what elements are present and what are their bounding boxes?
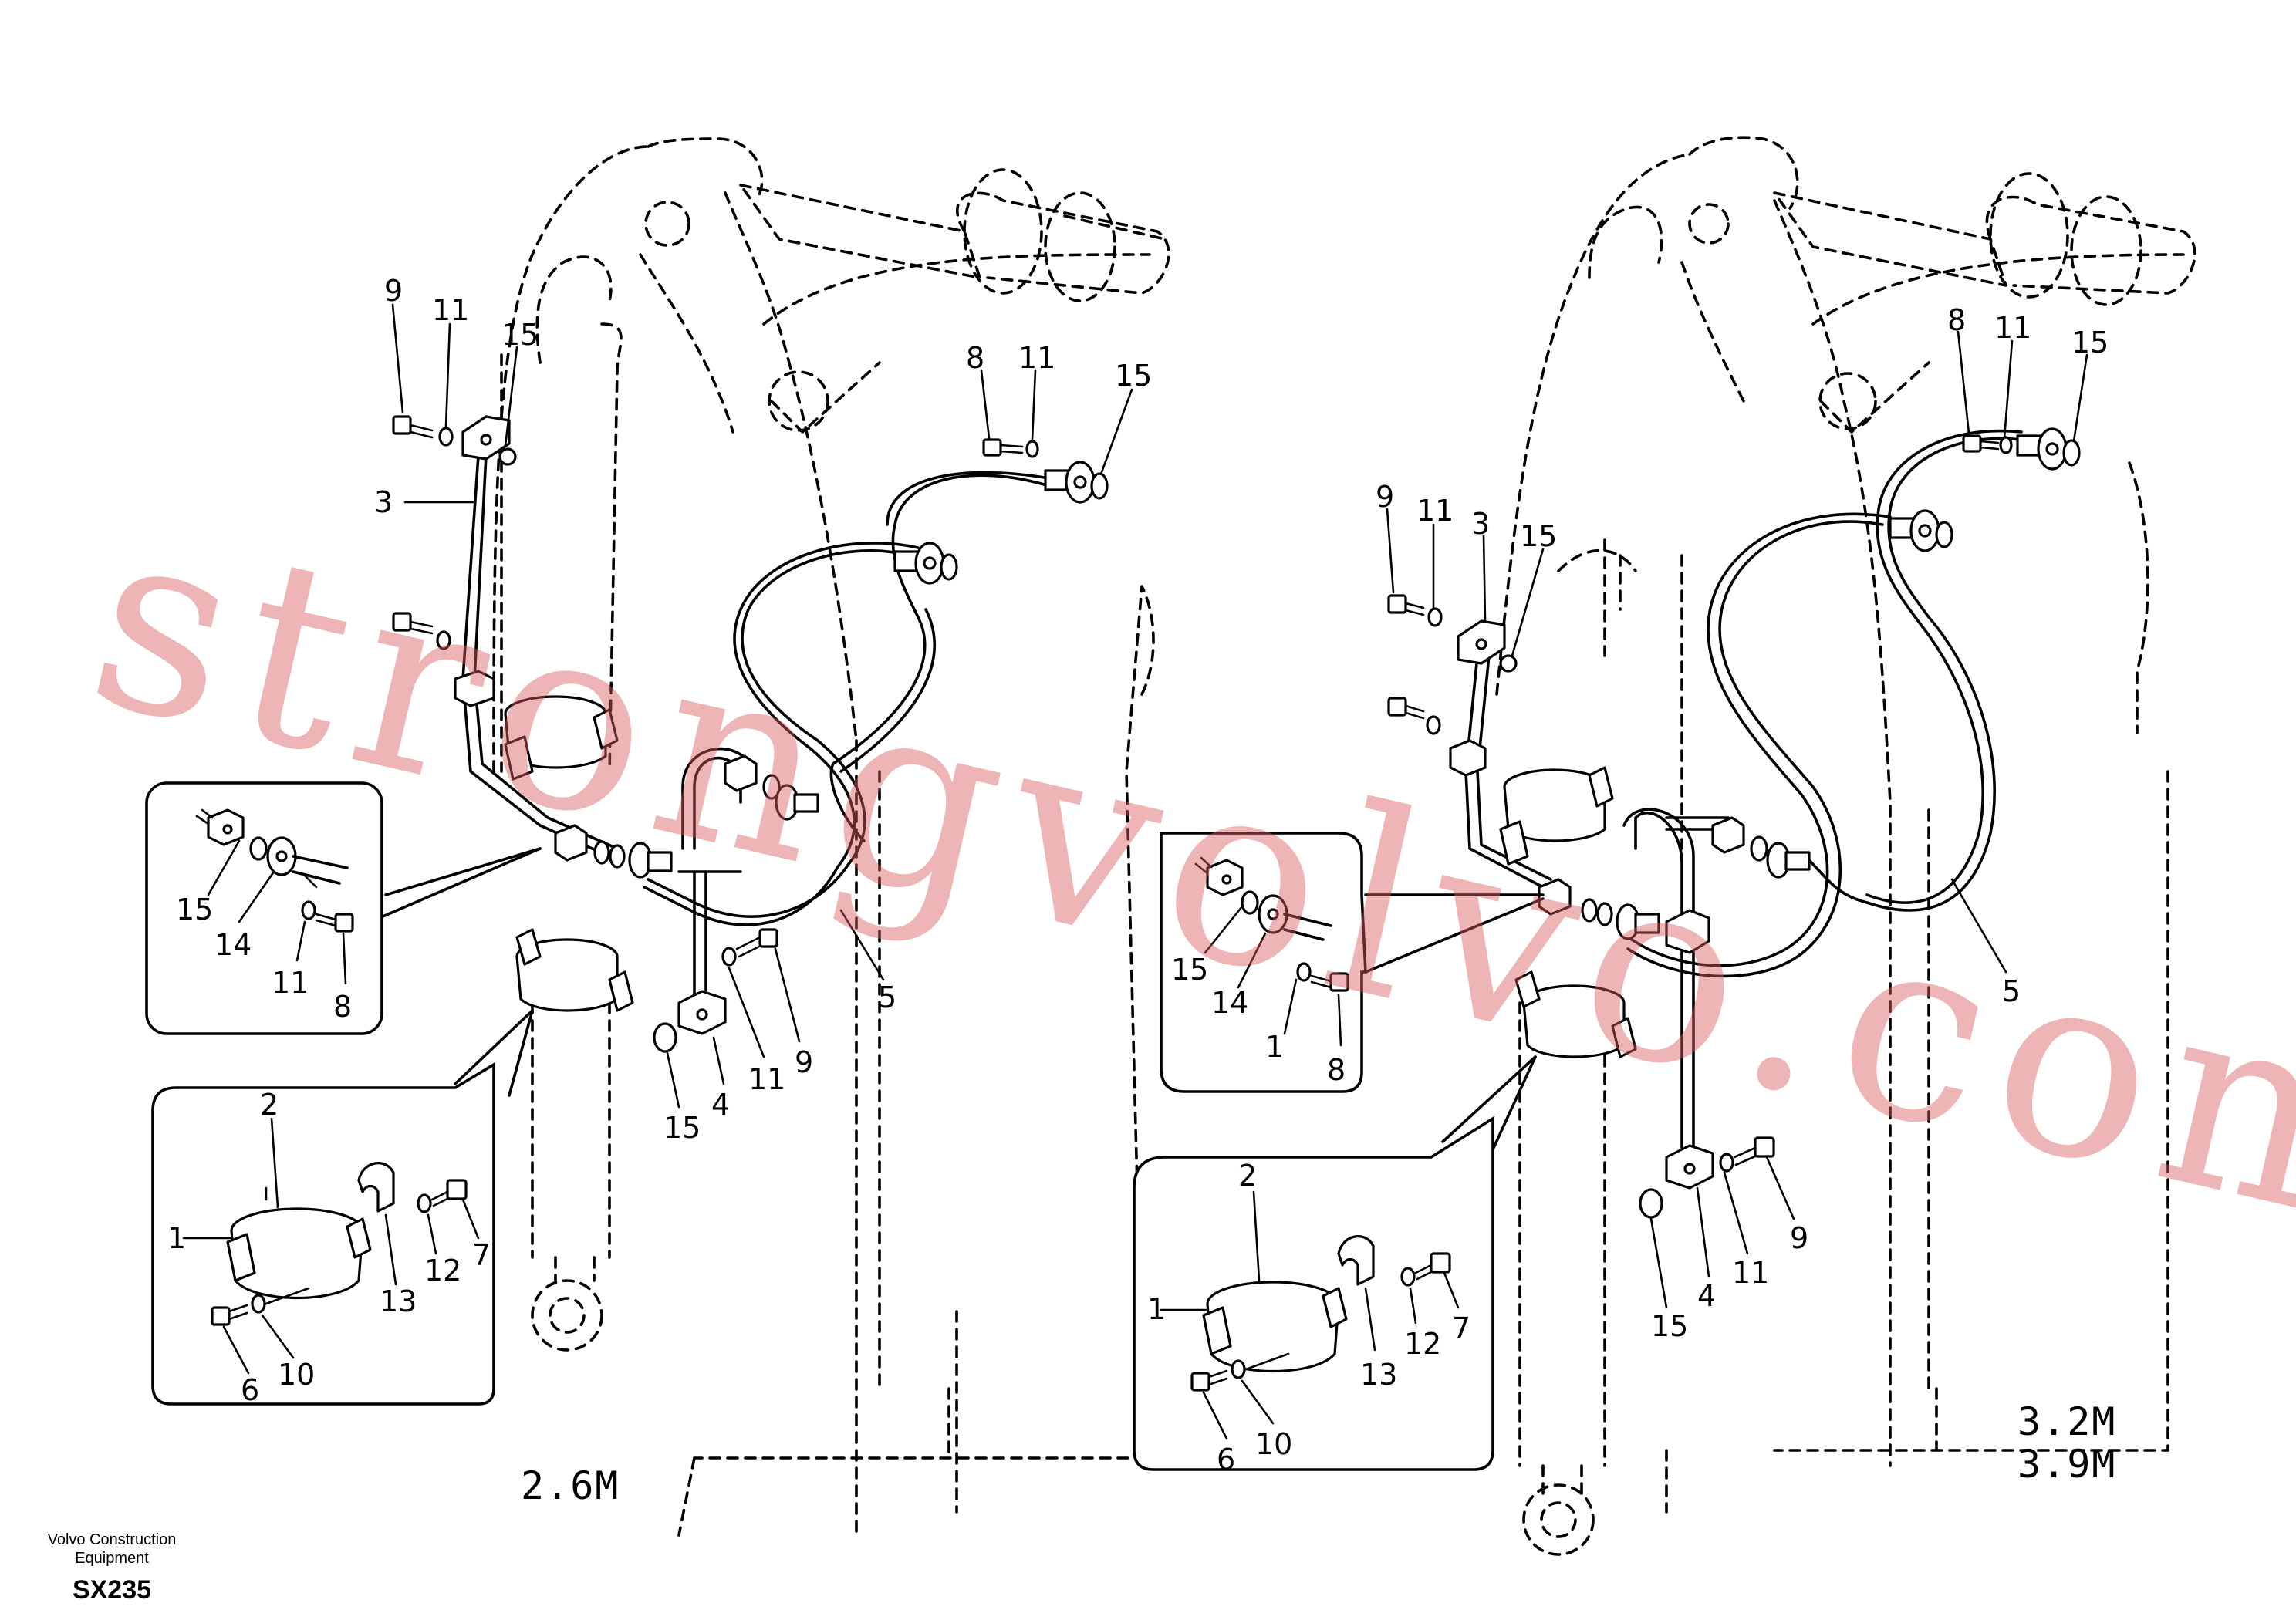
drawing-code: SX235: [73, 1575, 151, 1605]
callout-11: 11: [1018, 341, 1055, 375]
right-bolt-9-lower: [1719, 1136, 1775, 1173]
scale-label-right-2: 3.9M: [2017, 1442, 2116, 1487]
inset-callout-10: 10: [1255, 1427, 1292, 1461]
callout-3: 3: [1471, 507, 1490, 541]
inset-callout-1: 1: [1147, 1292, 1166, 1326]
left-inset-lower: 2 1 13 12 7 6 10: [151, 1061, 495, 1407]
callout-11: 11: [1416, 494, 1454, 528]
right-callouts: 8 11 15 9 11 3 15 5 9 11 4 15: [1376, 303, 2109, 1343]
inset-callout-12: 12: [424, 1254, 461, 1288]
scale-label-left: 2.6M: [521, 1463, 620, 1508]
scale-label-right-1: 3.2M: [2017, 1399, 2116, 1444]
right-pipe-clamp-upper: [1499, 766, 1614, 866]
inset-callout-7: 7: [1452, 1311, 1470, 1345]
right-fitting-curve: [1711, 816, 1811, 879]
callout-15: 15: [2071, 326, 2109, 359]
callout-11: 11: [1732, 1256, 1769, 1290]
right-fitting-mid: [1889, 509, 1953, 552]
left-fitting-curve: [724, 754, 819, 821]
callout-15: 15: [1651, 1309, 1688, 1343]
right-fitting-top: [1962, 427, 2081, 471]
inset-callout-8: 8: [333, 990, 352, 1024]
callout-15: 15: [1520, 519, 1557, 553]
callout-8: 8: [1947, 303, 1966, 337]
inset-callout-15: 15: [1171, 953, 1208, 987]
left-bolt-middle: [392, 612, 451, 650]
inset-callout-11: 11: [272, 966, 309, 1000]
inset-callout-2: 2: [260, 1088, 279, 1122]
inset-callout-13: 13: [1360, 1358, 1397, 1392]
inset-callout-6: 6: [241, 1373, 259, 1407]
callout-15: 15: [1115, 359, 1152, 393]
callout-11: 11: [748, 1062, 785, 1096]
callout-5: 5: [878, 980, 896, 1014]
left-inset-upper: 15 14 11 8: [145, 781, 383, 1035]
right-view: 8 11 15 9 11 3 15 5 9 11 4 15: [1133, 136, 2196, 1556]
inset-callout-13: 13: [380, 1284, 417, 1318]
inset-callout-14: 14: [1211, 986, 1248, 1020]
callout-8: 8: [966, 341, 984, 375]
footer-block: Volvo Construction Equipment SX235: [48, 1531, 177, 1605]
left-pipe-clamp-lower: [515, 928, 634, 1012]
left-clamp-block-top: [461, 415, 517, 466]
callout-4: 4: [1697, 1279, 1716, 1313]
left-pipe-clamp-upper: [504, 695, 619, 781]
callout-15: 15: [501, 318, 539, 352]
left-view: 9 11 15 3 8 11 15 5 9 11 4 15: [145, 137, 1170, 1537]
right-pipe-clamp-lower: [1514, 970, 1637, 1058]
callout-9: 9: [384, 274, 403, 308]
inset-callout-1: 1: [167, 1221, 186, 1255]
left-boom-outline: [492, 137, 1170, 1537]
left-bolt-9-lower: [721, 928, 778, 967]
left-bolt-9-top: [392, 415, 454, 447]
left-fitting-mid: [893, 542, 958, 585]
left-fitting-junction: [554, 824, 673, 879]
company-name-line2: Equipment: [75, 1550, 149, 1567]
right-fitting-junction: [1538, 878, 1660, 940]
inset-callout-10: 10: [278, 1358, 315, 1392]
left-callouts: 9 11 15 3 8 11 15 5 9 11 4 15: [374, 274, 1152, 1145]
left-leader-lines: [369, 303, 1133, 1109]
company-name-line1: Volvo Construction: [48, 1531, 177, 1548]
callout-9: 9: [1376, 480, 1394, 514]
right-clamp-block-4: [1639, 909, 1714, 1219]
inset-callout-6: 6: [1217, 1443, 1235, 1477]
inset-callout-7: 7: [472, 1238, 491, 1272]
inset-callout-12: 12: [1404, 1327, 1441, 1361]
left-fitting-top-right: [982, 438, 1109, 504]
callout-5: 5: [2002, 974, 2021, 1008]
left-clamp-block-4: [653, 990, 727, 1053]
callout-9: 9: [1790, 1221, 1808, 1255]
right-bolt-9: [1387, 594, 1443, 627]
right-inset-lower: 2 1 13 12 7 6 10: [1133, 1115, 1494, 1477]
right-parts: [1387, 427, 2081, 1219]
right-clamp-block-top: [1457, 619, 1518, 673]
inset-callout-8: 8: [1327, 1053, 1346, 1087]
callout-11: 11: [432, 293, 469, 327]
callout-11: 11: [1994, 311, 2031, 345]
right-boom-outline: [1495, 136, 2196, 1556]
inset-callout-2: 2: [1238, 1159, 1257, 1193]
inset-callout-14: 14: [214, 928, 252, 962]
left-parts: [392, 415, 1109, 1053]
inset-callout-15: 15: [176, 893, 213, 926]
callout-15: 15: [663, 1111, 701, 1145]
callout-4: 4: [711, 1088, 730, 1122]
right-inset-upper: 15 14 1 8: [1160, 832, 1367, 1093]
right-hose-lines: [1464, 429, 2023, 1166]
callout-3: 3: [374, 485, 393, 519]
right-bolt-middle: [1387, 697, 1441, 735]
callout-9: 9: [795, 1045, 813, 1079]
right-leader-lines: [1364, 330, 2088, 1309]
inset-callout-1: 1: [1265, 1030, 1284, 1064]
